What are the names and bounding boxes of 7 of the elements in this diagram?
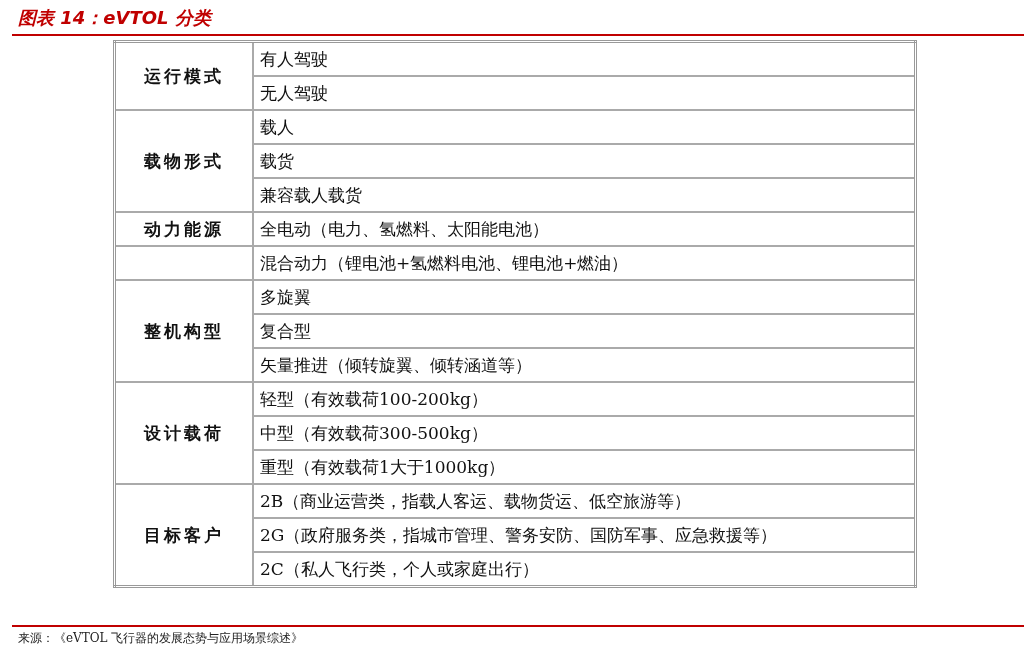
source-note: 来源：《eVTOL 飞行器的发展态势与应用场景综述》 (18, 630, 304, 647)
category-cell: 整机构型 (114, 280, 253, 382)
category-cell: 设计载荷 (114, 382, 253, 484)
category-cell: 载物形式 (114, 110, 253, 212)
category-cell: 动力能源 (114, 212, 253, 246)
figure-title: 图表 14：eVTOL 分类 (18, 6, 211, 30)
category-cell: 运行模式 (114, 41, 253, 110)
